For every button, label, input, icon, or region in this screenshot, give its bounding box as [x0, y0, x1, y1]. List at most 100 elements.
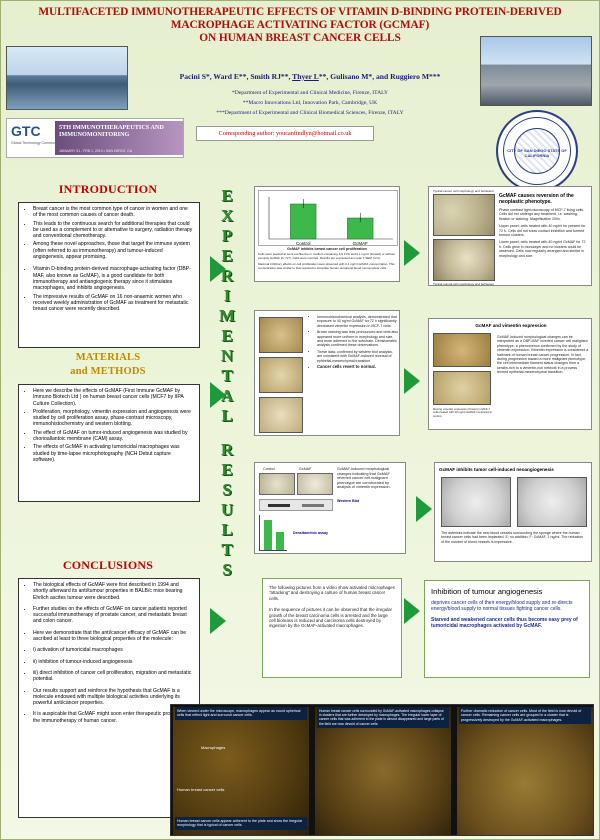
methods-item: Proliferation, morphology, vimentin expr…	[33, 409, 193, 428]
arrow-icon	[210, 256, 226, 282]
normal-cell-image	[433, 239, 495, 281]
presenting-author: Thyer L	[292, 72, 319, 81]
cancer-cell-image	[433, 194, 495, 236]
morph-text-2: Upper panel; cells treated with 40 ng/ml…	[499, 224, 586, 238]
immuno-item: These data, confirmed by western blot an…	[317, 350, 399, 363]
intro-item: Breast cancer is the most common type of…	[33, 206, 193, 219]
proliferation-caption: GcMAF inhibits breast cancer cell prolif…	[287, 247, 367, 251]
conclusion-item: It is auspicable that GcMAF might soon e…	[33, 711, 193, 724]
video-strip: When viewed under the microscope, macrop…	[170, 704, 594, 836]
experimental-letter: N	[220, 346, 234, 365]
western-image-control	[259, 473, 295, 495]
results-letter: L	[221, 520, 233, 539]
conference-logo: GTC Global Technology Community 5th Immu…	[6, 118, 184, 158]
poster-title: Multifaceted immunotherapeutic effects o…	[38, 6, 562, 44]
immuno-image-2	[259, 357, 303, 393]
conference-date: JANUARY 31 - FEB 1, 2013 • SAN DIEGO, CA	[59, 149, 133, 153]
video-text-1: The following pictures from a video show…	[269, 585, 395, 601]
vimentin-text: GcMAF-induced morphological changes can …	[497, 335, 589, 375]
immuno-item: Cancer cells revert to normal.	[317, 364, 399, 369]
morph-text-3: Lower panel; cells treated with 40 ng/ml…	[499, 240, 586, 258]
western-blot-bands	[259, 499, 333, 511]
conclusion-item: Further studies on the effects of GcMAF …	[33, 606, 193, 625]
video-frame-2	[315, 707, 451, 835]
conclusion-item: Our results support and reinforce the hy…	[33, 688, 193, 707]
morph-top-label: Typical cancer cell morphology and behav…	[433, 189, 494, 193]
arrow-icon	[210, 382, 226, 408]
intro-item: Vitamin D-binding protein-derived macrop…	[33, 266, 193, 291]
morphology-panel: Typical cancer cell morphology and behav…	[428, 186, 592, 286]
results-letter: U	[220, 500, 234, 519]
intro-item: Among these novel approaches, those that…	[33, 241, 193, 260]
affiliation-1: *Department of Experimental and Clinical…	[231, 90, 389, 96]
conclusion-item: Here we demonstrate that the anti/cancer…	[33, 630, 193, 643]
experimental-letter: E	[221, 326, 233, 345]
city-photo	[480, 36, 592, 106]
bar-0	[290, 203, 317, 240]
affiliation-3: ***Department of Experimental and Clinic…	[216, 110, 404, 116]
western-blot-label: Western Blot	[337, 499, 360, 503]
immuno-item: Immunohistochemical analysis, demonstrat…	[317, 315, 399, 328]
introduction-heading: INTRODUCTION	[58, 182, 158, 196]
results-letter: T	[221, 540, 233, 559]
western-text: GcMAF-induced morphological changes indi…	[337, 467, 391, 490]
gtc-logo-sub: Global Technology Community	[11, 141, 60, 145]
conclusion-item: ii) inhibition of tumour-induced angioge…	[33, 659, 193, 665]
arrow-icon	[416, 496, 432, 522]
conclusion-item: The biological effects of GcMAF were fir…	[33, 582, 193, 601]
angio-text: The asterisks indicate the new blood ves…	[441, 531, 584, 544]
results-letter: S	[222, 560, 232, 579]
results-letter: E	[221, 460, 233, 479]
densitometric-label: Densitometric assay	[293, 531, 328, 535]
immuno-panel: Immunohistochemical analysis, demonstrat…	[254, 310, 400, 436]
video-intro-box: The following pictures from a video show…	[262, 578, 402, 678]
immuno-image-3	[259, 397, 303, 433]
inhibition-box: Inhibition of tumour angiogenesis depriv…	[424, 580, 590, 678]
angio-title: GcMAF inhibits tumor cell-induced neoang…	[439, 467, 554, 472]
experimental-letter: I	[223, 286, 231, 305]
video-frame-3	[457, 707, 593, 835]
category-label-1: GcMAF	[353, 241, 369, 246]
western-panel: Control GcMAF Western Blot Densitometric…	[254, 462, 406, 554]
methods-heading: and METHODS	[70, 366, 146, 377]
bridge-photo	[6, 46, 128, 110]
conclusion-item: iii) direct inhibition of cancer cell pr…	[33, 670, 193, 683]
methods-item: The effect of GcMAF on tumor-induced ang…	[33, 430, 193, 443]
video-frame-2-caption: Human breast cancer cells surrounded by …	[317, 707, 449, 728]
western-control-label: Control	[263, 467, 275, 471]
video-frame-1	[173, 707, 309, 835]
methods-box: Here we describe the effects of GcMAF (F…	[18, 384, 200, 502]
arrow-icon	[210, 608, 226, 634]
experimental-letter: L	[221, 406, 233, 425]
video-text-2: In the sequence of pictures it can be ob…	[269, 607, 393, 629]
category-label-0: Control	[296, 241, 311, 246]
experimental-letter: P	[221, 226, 233, 245]
vimentin-image-2	[433, 371, 491, 405]
morph-text-1: Phase contrast light microscopy of MCF-7…	[499, 208, 585, 221]
vimentin-caption: Moving vimentin expression (brown) in MC…	[433, 407, 492, 418]
video-frame-3-caption: Further dramatic reduction of cancer cel…	[459, 707, 591, 725]
experimental-letter: M	[218, 306, 236, 325]
inhibition-bold: Starved and weakened cancer cells thus b…	[431, 617, 578, 629]
morph-title: GcMAF causes reversion of the neoplastic…	[499, 193, 574, 205]
vimentin-image-1	[433, 333, 491, 367]
cancer-cells-label: Human breast cancer cells	[177, 787, 225, 792]
results-letter: S	[222, 480, 232, 499]
corresponding-author: Corresponding author: youcanfindlyn@hotm…	[196, 126, 374, 141]
materials-heading: MATERIALS	[75, 352, 141, 363]
arrow-icon	[404, 368, 420, 394]
cam-image-control	[441, 477, 511, 527]
chart-axis	[268, 197, 393, 240]
inhibition-title: Inhibition of tumour angiogenesis	[431, 587, 543, 596]
experimental-letter: E	[221, 246, 233, 265]
cam-image-gcmaf	[517, 477, 587, 527]
seal-text: CITY OF SAN DIEGO STATE OF CALIFORNIA	[507, 148, 567, 158]
vimentin-panel: GcMAF and vimentin expression Moving vim…	[428, 318, 592, 430]
arrow-icon	[404, 240, 420, 266]
intro-item: The impressive results of GcMAF on 16 no…	[33, 294, 193, 313]
methods-item: The effects of GcMAF in activating tumor…	[33, 444, 193, 463]
introduction-box: Breast cancer is the most common type of…	[18, 202, 200, 348]
proliferation-panel: Control GcMAF GcMAF inhibits breast cance…	[254, 186, 400, 282]
intro-item: This leads to the continuous search for …	[33, 221, 193, 240]
